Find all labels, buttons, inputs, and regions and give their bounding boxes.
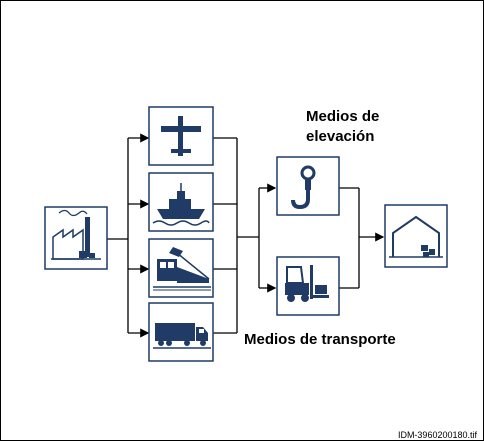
airplane-icon [161,116,201,156]
warehouse-node [384,204,448,268]
factory-icon [51,209,101,260]
connector-lines [107,133,385,338]
train-node [148,238,214,298]
crane-hook-node [276,156,340,216]
transport-means-label: Medios de transporte [244,331,396,348]
train-icon [153,247,211,291]
lifting-means-label-line2: elevación [306,128,375,145]
forklift-node [276,256,340,316]
forklift-icon [285,265,329,302]
truck-icon [153,323,211,349]
ship-node [148,172,214,232]
warehouse-icon [389,215,443,258]
crane-hook-icon [291,165,316,210]
lifting-means-label-line1: Medios de [306,108,380,125]
factory-node [44,206,108,270]
truck-node [148,302,214,362]
ship-icon [152,183,210,226]
airplane-node [148,106,214,166]
image-id-caption: IDM-3960200180.tif [397,430,477,440]
lifting-means-label: Medios de elevación [306,107,379,147]
